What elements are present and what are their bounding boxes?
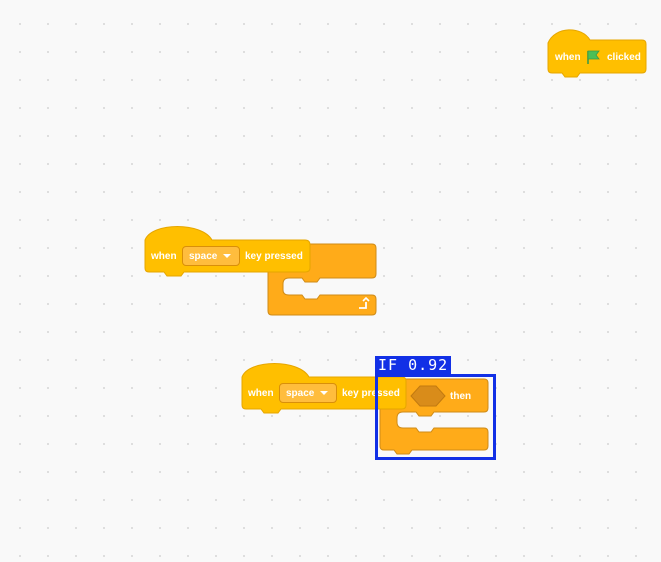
repeat-arrow-icon — [359, 296, 370, 309]
hat-when-label: when — [248, 388, 274, 399]
key-pressed-label: key pressed — [245, 251, 303, 262]
detection-label: IF 0.92 — [375, 356, 452, 374]
hat-clicked-label: clicked — [607, 52, 641, 63]
key-pressed-label: key pressed — [342, 388, 400, 399]
hat-when-label: when — [151, 251, 177, 262]
if-then-label: then — [450, 391, 472, 402]
chevron-down-icon — [320, 391, 329, 395]
if-then-block — [379, 378, 489, 455]
key-dropdown-value: space — [189, 250, 218, 262]
green-flag-hat-hitbox[interactable] — [548, 28, 646, 77]
detection-box — [375, 374, 496, 460]
chevron-down-icon — [223, 254, 232, 258]
key-dropdown[interactable]: space — [279, 383, 337, 403]
green-flag-icon — [587, 50, 600, 64]
empty-condition-slot — [410, 385, 446, 407]
key-dropdown-value: space — [286, 387, 315, 399]
hat-when-label: when — [555, 52, 581, 63]
key-dropdown[interactable]: space — [182, 246, 240, 266]
